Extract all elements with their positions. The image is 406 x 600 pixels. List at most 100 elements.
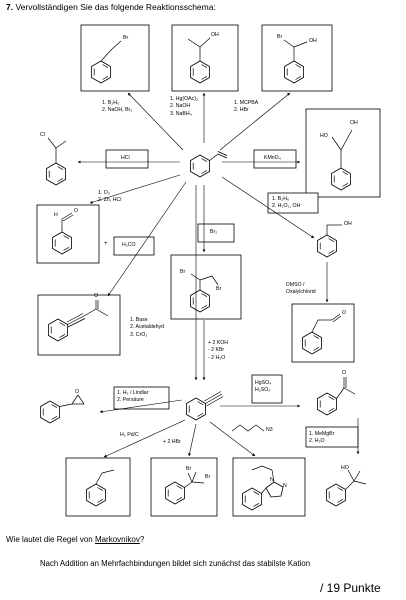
phenylacetylene-molecule bbox=[186, 391, 224, 421]
molecule-f bbox=[52, 212, 74, 255]
condition-c1: 1. B₂H₆ 2. NaOH, Br₂ bbox=[102, 100, 132, 115]
molecule-q bbox=[242, 465, 284, 511]
condition-c9: H₂CO bbox=[122, 242, 136, 248]
condition-c12-line1: + 2 KOH bbox=[208, 340, 229, 346]
molecule-p bbox=[165, 471, 205, 505]
atom-label-d-cl: Cl bbox=[40, 132, 45, 138]
condition-c2-line1: 1. Hg(OAc)₂ bbox=[170, 96, 198, 102]
reagent-box-hcl[interactable] bbox=[105, 149, 149, 169]
molecule-d bbox=[46, 137, 67, 186]
atom-label-b-oh: OH bbox=[211, 32, 219, 38]
atom-label-l-o: O bbox=[342, 370, 347, 376]
condition-c11-line3: 3. CrO₃ bbox=[130, 331, 148, 338]
condition-c17-line2: 2. H₂O bbox=[309, 438, 325, 445]
condition-c14-line1: HgSO₄ bbox=[255, 380, 272, 386]
question-prefix: Wie lautet die Regel von bbox=[6, 535, 95, 544]
condition-c6-line1: 1. O₃ bbox=[98, 190, 110, 196]
atom-label-f-o: O bbox=[74, 208, 79, 214]
molecule-i bbox=[48, 300, 109, 342]
condition-c6-line2: 2. Zn, HCl bbox=[98, 197, 122, 204]
product-box-c[interactable] bbox=[261, 24, 333, 92]
condition-c13: 1. H₂ / Lindlar 2. Persäure bbox=[117, 390, 148, 405]
condition-c3: 1. MCPBA 2. HBr bbox=[234, 100, 258, 115]
condition-c10: DMSO / Oxalylchlorid bbox=[286, 282, 316, 297]
molecule-j bbox=[302, 313, 342, 355]
condition-c6: 1. O₃ 2. Zn, HCl bbox=[98, 190, 121, 205]
product-box-f[interactable] bbox=[36, 204, 100, 264]
reagent-box-lindlar[interactable] bbox=[113, 386, 170, 410]
atom-label-k-o: O bbox=[75, 389, 80, 395]
condition-c11-line2: 2. Acetaldehyd bbox=[130, 324, 165, 331]
atom-label-q-n2: N bbox=[283, 483, 287, 489]
condition-c12-line2: - 2 KBr bbox=[208, 347, 225, 354]
product-box-n[interactable] bbox=[65, 457, 131, 517]
condition-c14-line2: H₂SO₄ bbox=[255, 387, 271, 394]
atom-label-e-ho: HO bbox=[320, 133, 328, 139]
condition-c10-line1: DMSO / bbox=[286, 282, 305, 288]
reagent-box-kmno4[interactable] bbox=[253, 149, 297, 169]
molecule-m bbox=[326, 469, 367, 507]
molecule-a bbox=[91, 40, 122, 84]
condition-c1-line2: 2. NaOH, Br₂ bbox=[102, 107, 133, 114]
condition-c12: + 2 KOH - 2 KBr - 2 H₂O bbox=[208, 340, 228, 362]
product-box-j[interactable] bbox=[291, 303, 355, 363]
condition-c17: 1. MeMgBr 2. H₂O bbox=[309, 431, 334, 446]
product-box-h[interactable] bbox=[170, 254, 242, 320]
condition-c12-line3: - 2 H₂O bbox=[208, 354, 226, 361]
molecule-b bbox=[187, 37, 211, 84]
product-box-a[interactable] bbox=[80, 24, 150, 92]
condition-c14: HgSO₄ H₂SO₄ bbox=[255, 380, 271, 395]
molecule-e bbox=[331, 129, 353, 191]
question-suffix: ? bbox=[139, 535, 145, 544]
product-box-q[interactable] bbox=[232, 457, 306, 517]
atom-label-h-br2: Br bbox=[216, 286, 222, 292]
question-term: Markovnikov bbox=[94, 535, 140, 544]
condition-c2-line3: 3. NaBH₄ bbox=[170, 110, 192, 117]
condition-c11: 1. Base 2. Acetaldehyd 3. CrO₃ bbox=[130, 317, 164, 339]
condition-c7-line1: 1. B₂H₆ bbox=[272, 196, 290, 202]
atom-label-c-br: Br bbox=[277, 34, 283, 40]
arrows-styrene bbox=[77, 92, 315, 381]
task-number: 7. bbox=[6, 2, 14, 12]
atom-label-h-br1: Br bbox=[180, 269, 186, 275]
condition-c17-line1: 1. MeMgBr bbox=[309, 431, 335, 437]
arrows-other bbox=[99, 262, 360, 458]
reagent-box-h2co[interactable] bbox=[113, 236, 155, 256]
molecule-n bbox=[86, 469, 115, 507]
condition-c5: KMnO₄ bbox=[264, 155, 281, 161]
molecule-o bbox=[231, 424, 265, 432]
condition-c13-line1: 1. H₂ / Lindlar bbox=[117, 390, 149, 396]
condition-c11-line1: 1. Base bbox=[130, 317, 148, 323]
reagent-box-br2[interactable] bbox=[197, 223, 235, 243]
product-box-b[interactable] bbox=[171, 24, 239, 92]
condition-c3-line1: 1. MCPBA bbox=[234, 100, 259, 106]
atom-label-f-h: H bbox=[54, 212, 58, 218]
condition-c2-line2: 2. NaOH bbox=[170, 103, 191, 110]
task-header: 7. Vervollständigen Sie das folgende Rea… bbox=[6, 3, 216, 12]
molecule-l bbox=[317, 377, 356, 416]
atom-label-c-oh: OH bbox=[309, 38, 317, 44]
reagent-box-borane2[interactable] bbox=[267, 192, 319, 214]
condition-c2: 1. Hg(OAc)₂ 2. NaOH 3. NaBH₄ bbox=[170, 96, 198, 118]
atom-label-a-br: Br bbox=[123, 35, 129, 41]
atom-label-e-oh: OH bbox=[350, 120, 358, 126]
styrene-molecule bbox=[190, 151, 228, 178]
molecule-h bbox=[190, 273, 219, 313]
atom-label-n3: N3 bbox=[266, 427, 273, 433]
condition-c16: + 2 HBr bbox=[163, 439, 181, 445]
condition-c7: 1. B₂H₆ 2. H₂O₂, OH⁻ bbox=[272, 196, 303, 211]
reagent-box-hgso4[interactable] bbox=[251, 374, 283, 404]
atom-label-p-br2: Br bbox=[205, 474, 211, 480]
molecule-k bbox=[40, 394, 85, 424]
condition-c4: HCl bbox=[121, 155, 130, 161]
condition-c10-line2: Oxalylchlorid bbox=[286, 289, 316, 296]
condition-c13-line2: 2. Persäure bbox=[117, 397, 144, 404]
molecule-c bbox=[283, 39, 308, 84]
product-box-e[interactable] bbox=[305, 108, 381, 198]
atom-label-p-br1: Br bbox=[186, 466, 192, 472]
condition-c7-line2: 2. H₂O₂, OH⁻ bbox=[272, 203, 303, 210]
product-box-i[interactable] bbox=[37, 294, 121, 356]
condition-c9-plus: + bbox=[104, 241, 108, 247]
question: Wie lautet die Regel von Markovnikov? bbox=[6, 536, 144, 544]
